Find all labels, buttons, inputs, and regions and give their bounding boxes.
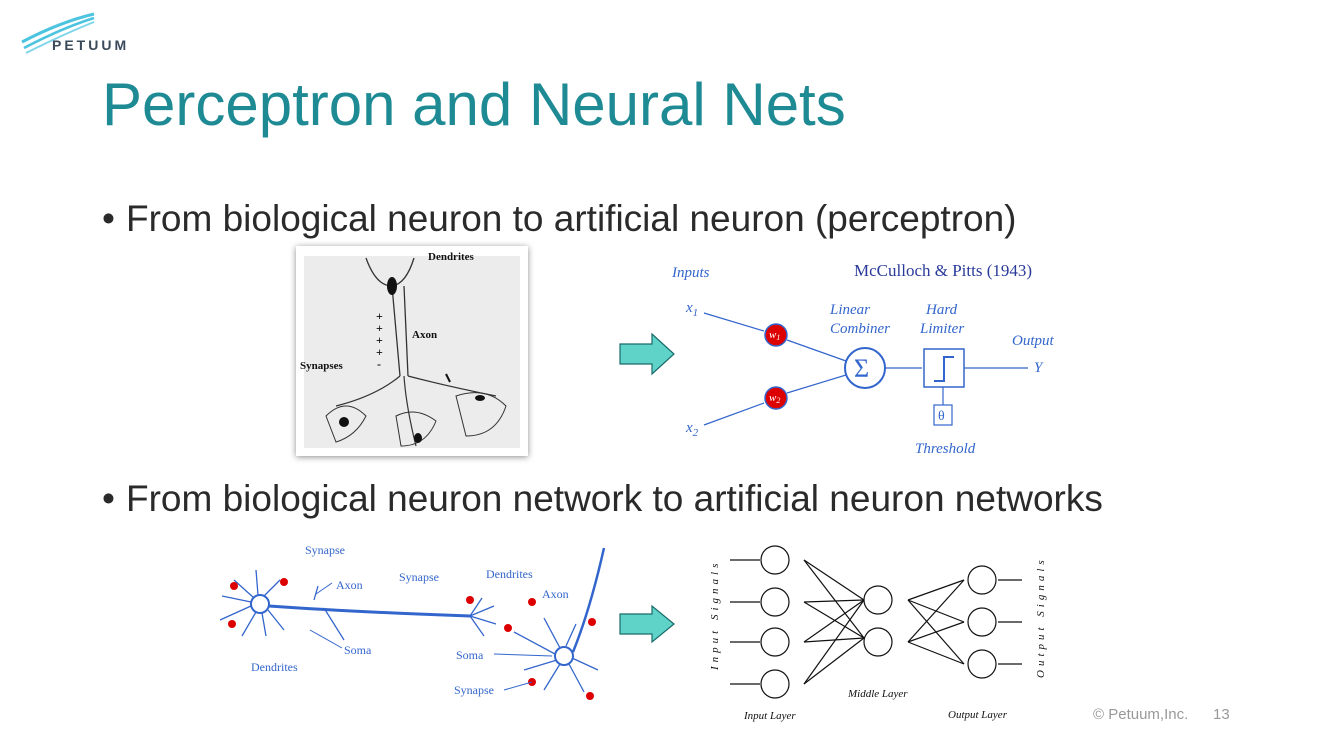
input-layer-label: Input Layer [743,710,796,722]
photo-synapses-label: Synapses [300,360,344,372]
footer-copyright: © Petuum,Inc. [1093,706,1189,723]
y-label: Y [1034,360,1044,376]
bullet-1: • From biological neuron to artificial ne… [102,198,1017,240]
photo-axon-label: Axon [412,329,437,341]
credit-label: McCulloch & Pitts (1943) [854,261,1032,280]
limiter-label: Limiter [919,321,964,337]
output-signals-label: Output Signals [1035,556,1047,678]
bullet-dot: • [102,198,115,239]
x1-label: x1 [685,300,698,319]
sigma-symbol: Σ [854,354,869,383]
bullet-2-text: From biological neuron network to artifi… [126,478,1103,519]
hard-label: Hard [925,302,958,318]
perceptron-diagram: Inputs McCulloch & Pitts (1943) x1 x2 w1… [671,261,1055,457]
axon-label-2: Axon [542,587,569,601]
slide-title: Perceptron and Neural Nets [102,71,846,138]
inputs-label: Inputs [671,265,710,281]
weight-2-node [764,386,788,410]
x2-label: x2 [685,420,699,439]
photo-charge-signs: ++++- [376,309,383,371]
bullet-dot: • [102,478,115,519]
bio-network-diagram: Synapse Axon Soma Dendrites Synapse Dend… [219,543,606,700]
arrow-right-icon [619,604,675,644]
w2-label: w2 [769,392,780,405]
petuum-logo [20,12,140,54]
photo-dendrites-label: Dendrites [428,251,475,263]
arrow-right-icon [619,332,675,376]
ann-diagram: Input Signals Output Signals Input Layer… [709,545,1047,722]
weight-1-node [764,323,788,347]
logo-swoosh-icon [21,12,95,54]
logo-text: PETUUM [52,37,130,53]
soma-label-2: Soma [456,648,484,662]
synapse-label-1: Synapse [305,543,345,557]
threshold-label: Threshold [915,441,976,457]
output-layer-label: Output Layer [948,709,1008,721]
axon-label-1: Axon [336,578,363,592]
bullet-2: • From biological neuron network to artif… [102,478,1103,520]
dendrites-label-1: Dendrites [251,660,298,674]
theta-symbol: θ [938,409,945,424]
linear-label: Linear [829,302,870,318]
input-signals-label: Input Signals [709,560,721,671]
soma-label-1: Soma [344,643,372,657]
middle-layer-label: Middle Layer [847,688,908,700]
combiner-label: Combiner [830,321,890,337]
synapse-label-3: Synapse [454,683,494,697]
synapse-label-2: Synapse [399,570,439,584]
w1-label: w1 [769,329,780,342]
neuron-photo: Dendrites Axon Synapses ++++- [296,246,528,456]
page-number: 13 [1213,706,1230,723]
bullet-1-text: From biological neuron to artificial neu… [126,198,1017,239]
dendrites-label-2: Dendrites [486,567,533,581]
output-label: Output [1012,333,1055,349]
